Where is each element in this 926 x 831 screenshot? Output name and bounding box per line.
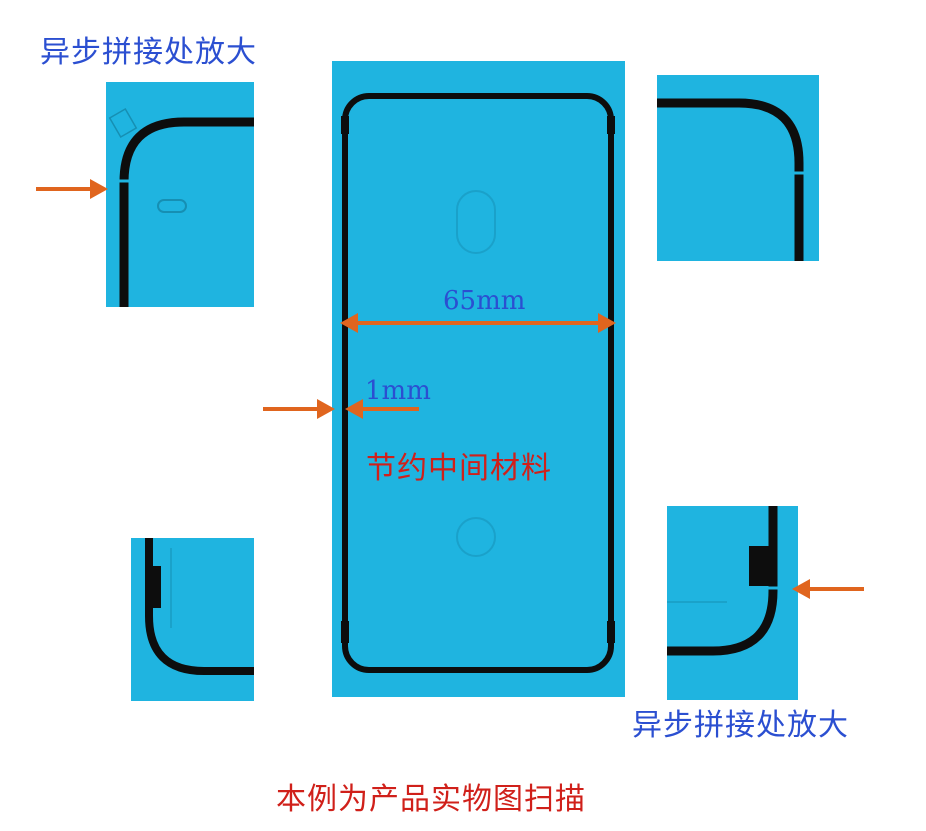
border-dimension-label: 1mm: [365, 376, 431, 406]
zoom-panel-top-right: [657, 75, 819, 261]
caption-zoom-bottom-right: 异步拼接处放大: [632, 708, 849, 743]
save-material-label: 节约中间材料: [366, 451, 552, 486]
arrow-left-icon: [345, 399, 419, 419]
zoom-top-left-frame: [108, 107, 254, 307]
zoom-bottom-left-frame: [145, 538, 254, 675]
zoom-bottom-right-frame: [667, 506, 795, 656]
zoom-top-right-frame: [657, 98, 809, 261]
main-adhesive-sheet: [332, 61, 625, 697]
main-frame-outline: [341, 93, 615, 673]
arrow-right-icon: [36, 179, 108, 199]
width-dimension-arrow: [340, 313, 616, 333]
zoom-panel-bottom-right: [667, 506, 798, 700]
width-dimension-label: 65mm: [443, 286, 526, 316]
zoom-panel-top-left: [106, 82, 254, 307]
zoom-panel-bottom-left: [131, 538, 254, 701]
arrow-left-icon: [792, 579, 864, 599]
footer-caption: 本例为产品实物图扫描: [276, 782, 586, 817]
caption-zoom-top-left: 异步拼接处放大: [40, 35, 257, 70]
arrow-right-icon: [263, 399, 335, 419]
